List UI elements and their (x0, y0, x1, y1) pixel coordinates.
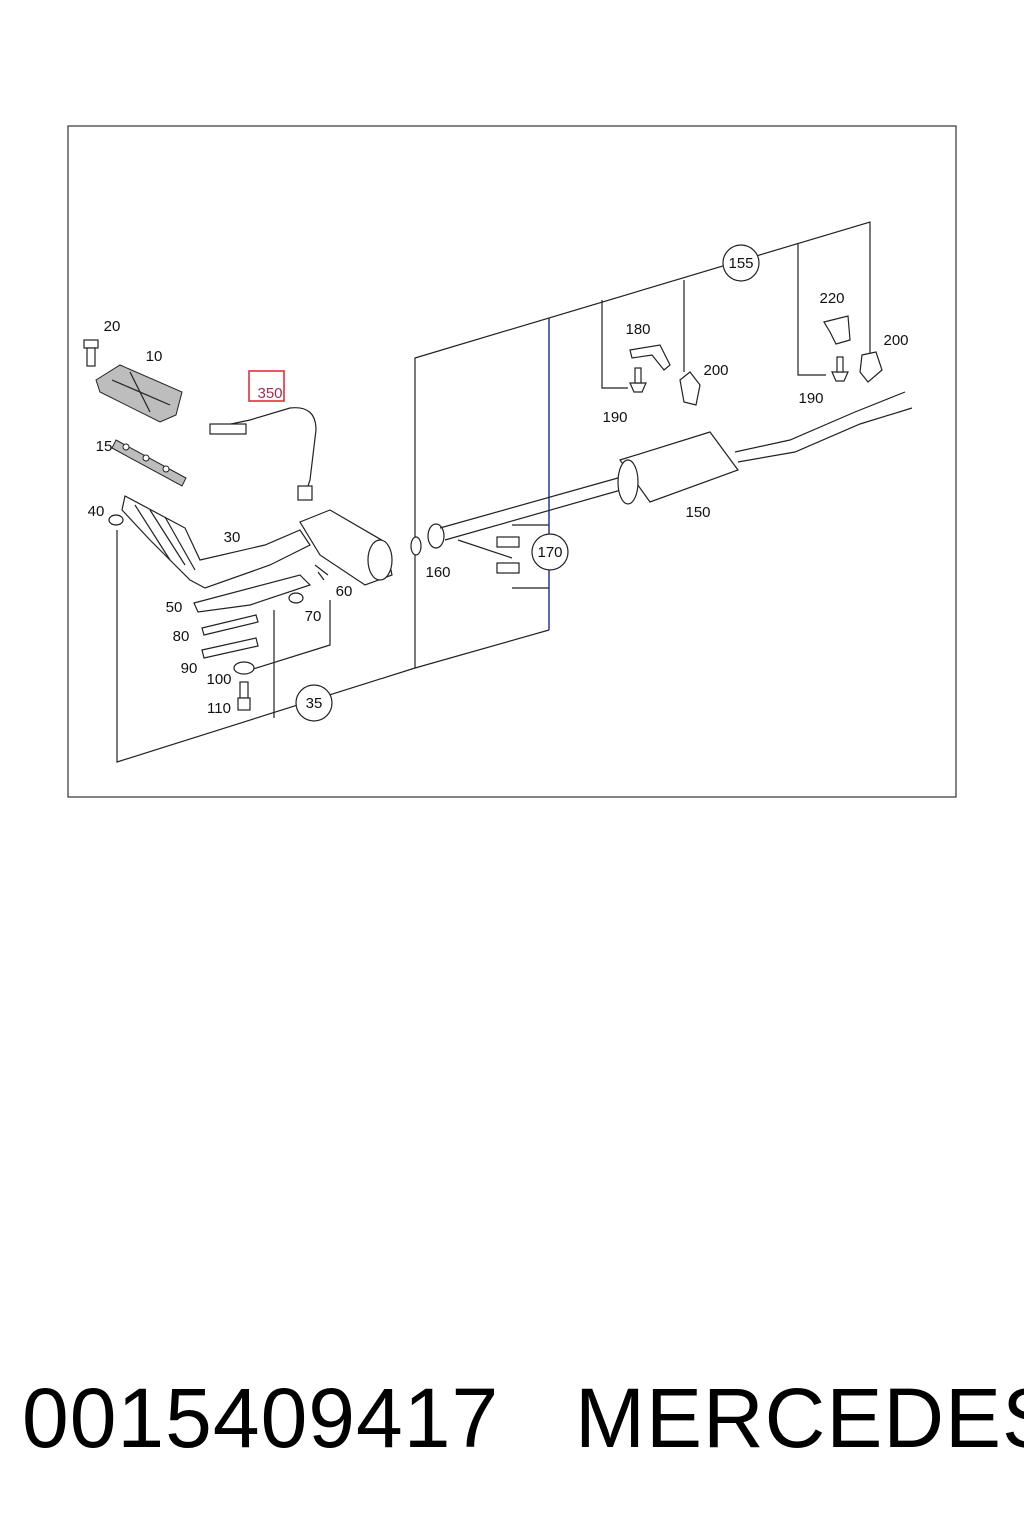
callout-200-b[interactable]: 200 (883, 332, 908, 349)
muffler-150-icon (617, 391, 913, 505)
gasket-160-icon (410, 523, 445, 556)
catalytic-converter-icon (299, 509, 393, 586)
callout-10[interactable]: 10 (146, 348, 163, 365)
washer-70-icon (288, 592, 304, 604)
oxygen-sensor-350-icon (209, 407, 317, 501)
footer: 0015409417 MERCEDES (0, 1368, 1024, 1468)
callout-190-b[interactable]: 190 (798, 390, 823, 407)
exhaust-manifold-30-icon (121, 495, 311, 589)
bracket-180-icon (629, 344, 671, 371)
callout-35: 35 (306, 695, 323, 712)
callout-150[interactable]: 150 (685, 504, 710, 521)
clip-60-icon (314, 564, 329, 581)
part-number: 0015409417 (22, 1371, 500, 1465)
callout-350[interactable]: 350 (257, 385, 282, 402)
gasket-15-icon (111, 439, 187, 487)
callout-220[interactable]: 220 (819, 290, 844, 307)
callout-50[interactable]: 50 (166, 599, 183, 616)
callout-160[interactable]: 160 (425, 564, 450, 581)
nut-40-icon (108, 514, 124, 526)
callout-180[interactable]: 180 (625, 321, 650, 338)
callout-70[interactable]: 70 (305, 608, 322, 625)
highlight-box-350[interactable] (248, 370, 285, 402)
callout-155: 155 (728, 255, 753, 272)
callout-40[interactable]: 40 (88, 503, 105, 520)
group-170-circle[interactable]: 170 (531, 533, 569, 571)
callout-80[interactable]: 80 (173, 628, 190, 645)
callout-20[interactable]: 20 (104, 318, 121, 335)
bracket-50-icon (193, 574, 312, 613)
rubber-hanger-200-b-icon (859, 351, 883, 383)
callout-200-a[interactable]: 200 (703, 362, 728, 379)
bracket-80-icon (201, 614, 259, 636)
brand-name: MERCEDES (575, 1371, 1024, 1465)
callout-60[interactable]: 60 (336, 583, 353, 600)
heat-shield-10-icon (95, 364, 183, 423)
rod-90-icon (201, 637, 259, 659)
leader-lines (116, 221, 871, 763)
screw-190-b-icon (831, 356, 849, 382)
callout-15[interactable]: 15 (96, 438, 113, 455)
screw-190-a-icon (629, 367, 647, 393)
exhaust-system-diagram: 155 170 35 350 20 10 15 40 30 60 50 70 8… (67, 125, 957, 798)
callout-30[interactable]: 30 (224, 529, 241, 546)
exhaust-pipe-icon (439, 475, 629, 541)
callout-190-a[interactable]: 190 (602, 409, 627, 426)
bracket-220-icon (823, 315, 851, 345)
bolt-110-icon (237, 681, 251, 711)
diagram-frame (67, 125, 957, 798)
rubber-hanger-200-a-icon (679, 371, 701, 406)
rubber-mount-100-icon (233, 661, 255, 675)
group-35-circle[interactable]: 35 (295, 684, 333, 722)
callout-110[interactable]: 110 (207, 700, 231, 717)
callout-100[interactable]: 100 (206, 671, 231, 688)
callout-170: 170 (537, 544, 562, 561)
group-155-circle[interactable]: 155 (722, 244, 760, 282)
spring-170-icon (496, 536, 520, 574)
bolt-20-icon (83, 339, 99, 367)
callout-90[interactable]: 90 (181, 660, 198, 677)
